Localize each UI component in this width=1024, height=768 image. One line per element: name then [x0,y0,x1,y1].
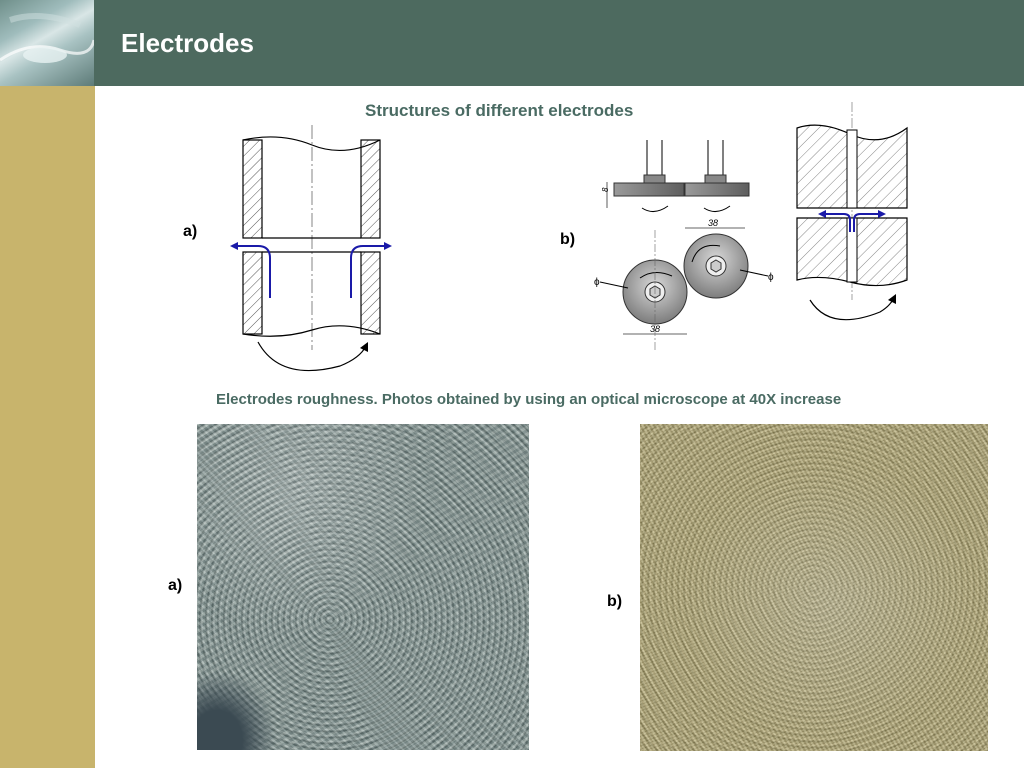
slide-title: Electrodes [121,28,254,58]
structure-label-a: a) [183,223,198,240]
structure-label-b: b) [560,231,576,248]
disc-electrode-diagram: 8 38 ϕ ϕ 38 [594,140,774,350]
electrode-micrograph-b [640,424,988,751]
structures-caption: Structures of different electrodes [365,101,634,120]
dimension-phi-left: ϕ [594,277,600,288]
photo-label-b: b) [607,593,623,610]
header-bar [0,0,1024,86]
photo-label-a: a) [168,577,183,594]
electrode-micrograph-a [197,424,529,750]
plate-electrode-diagram [796,102,908,321]
header-photo [0,0,94,86]
dimension-thickness: 8 [601,187,610,192]
tube-electrode-diagram [230,125,392,372]
dimension-diameter-top: 38 [708,218,718,228]
roughness-caption: Electrodes roughness. Photos obtained by… [216,391,842,408]
dimension-phi-right: ϕ [768,272,774,283]
sidebar-strip [0,86,95,768]
